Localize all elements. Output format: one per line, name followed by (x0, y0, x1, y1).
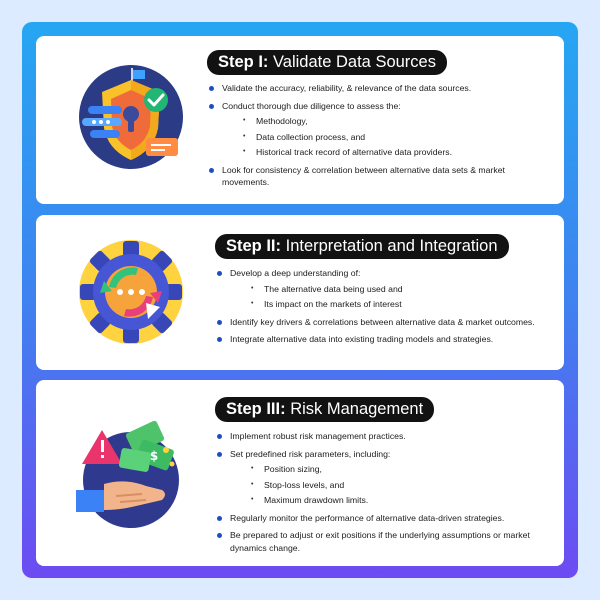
step-2-label: Step II: (226, 237, 282, 255)
svg-text:$: $ (150, 449, 158, 463)
list-item: Identify key drivers & correlations betw… (216, 316, 556, 329)
list-item-text: Develop a deep understanding of: (230, 268, 361, 278)
sub-list-item: Its impact on the markets of interest (230, 298, 556, 311)
step-1-title: Step I: Validate Data Sources (207, 50, 447, 75)
list-item-text: Set predefined risk parameters, includin… (230, 448, 391, 459)
sub-list-item: Position sizing, (230, 463, 556, 476)
step-3-card: $ Step III: Risk Management Implement ro… (36, 380, 564, 566)
sub-list-item: Historical track record of alternative d… (222, 146, 548, 159)
list-item: Implement robust risk management practic… (216, 430, 556, 443)
list-item: Integrate alternative data into existing… (216, 333, 556, 346)
step-3-title: Step III: Risk Management (215, 397, 435, 422)
sub-list-item: Methodology, (222, 115, 548, 128)
list-item: Set predefined risk parameters, includin… (216, 448, 556, 507)
step-1-card: Step I: Validate Data Sources Validate t… (36, 36, 564, 204)
list-item: Develop a deep understanding of: The alt… (216, 267, 556, 311)
shield-lock-check-icon (79, 65, 183, 169)
step-2-title: Step II: Interpretation and Integration (215, 234, 509, 259)
step-1-heading: Validate Data Sources (273, 53, 436, 71)
sub-list-item: Stop-loss levels, and (230, 479, 556, 492)
gear-integration-icon (79, 240, 183, 344)
step-2-heading: Interpretation and Integration (285, 237, 498, 255)
infographic-frame: Step I: Validate Data Sources Validate t… (22, 22, 578, 578)
sub-list: Position sizing, Stop-loss levels, and M… (230, 463, 556, 507)
list-item-text: Conduct thorough due diligence to assess… (222, 100, 401, 111)
list-item: Look for consistency & correlation betwe… (208, 164, 548, 189)
list-item: Validate the accuracy, reliability, & re… (208, 82, 548, 95)
sub-list-item: Maximum drawdown limits. (230, 494, 556, 507)
sub-list-item: The alternative data being used and (230, 283, 556, 296)
list-item: Regularly monitor the performance of alt… (216, 512, 556, 525)
sub-list: Methodology, Data collection process, an… (222, 115, 548, 159)
step-1-label: Step I: (218, 53, 269, 71)
step-2-card: Step II: Interpretation and Integration … (36, 215, 564, 370)
step-3-heading: Risk Management (290, 400, 424, 418)
list-item: Conduct thorough due diligence to assess… (208, 100, 548, 159)
sub-list: The alternative data being used and Its … (230, 283, 556, 311)
risk-money-hand-icon: $ (76, 420, 179, 528)
step-3-bullets: Implement robust risk management practic… (216, 430, 556, 559)
list-item: Be prepared to adjust or exit positions … (216, 529, 556, 554)
step-1-bullets: Validate the accuracy, reliability, & re… (208, 82, 548, 194)
step-3-label: Step III: (226, 400, 286, 418)
sub-list-item: Data collection process, and (222, 131, 548, 144)
step-2-bullets: Develop a deep understanding of: The alt… (216, 267, 556, 351)
